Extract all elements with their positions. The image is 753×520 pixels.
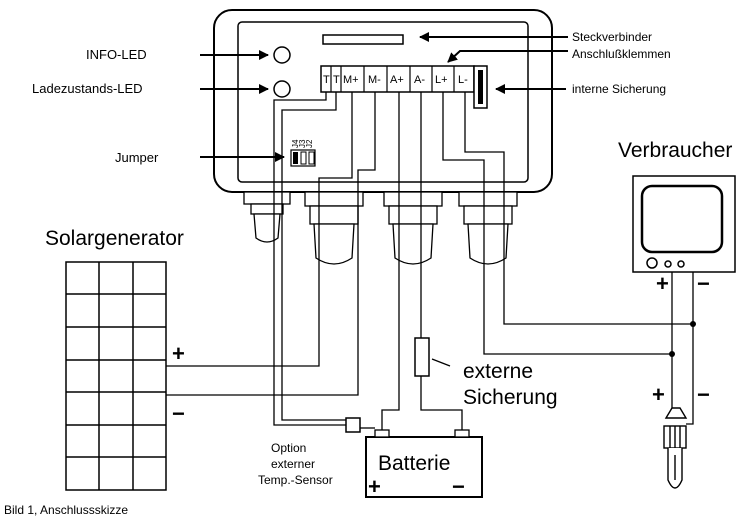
internal-fuse-label: interne Sicherung <box>572 82 666 96</box>
terminal-label-a-minus: A- <box>414 74 425 86</box>
consumer-label: Verbraucher <box>618 139 732 162</box>
figure-caption: Bild 1, Anschlussskizze <box>4 503 128 517</box>
lamp-minus-sign: − <box>697 382 710 407</box>
temp-sensor <box>345 417 361 433</box>
consumer-minus-sign: − <box>697 271 710 296</box>
terminal-label-m-minus: M- <box>368 74 381 86</box>
solar-minus-sign: − <box>172 401 185 426</box>
terminal-label-l-plus: L+ <box>435 74 448 86</box>
terminal-label-t2: T <box>333 74 340 86</box>
solar-plus-sign: + <box>172 341 185 366</box>
lamp-plus-sign: + <box>652 382 665 407</box>
plug-connector-slot <box>322 34 404 45</box>
solar-panel <box>65 261 167 491</box>
terminal-label-a-plus: A+ <box>390 74 404 86</box>
battery-minus-sign: − <box>452 474 465 499</box>
battery-label: Batterie <box>378 452 450 475</box>
lamp <box>663 407 688 489</box>
external-fuse-label-line1: externe <box>463 360 533 383</box>
jumper-block: J4 J3 J2 <box>290 139 316 167</box>
plug-connector-label: Steckverbinder <box>572 30 652 44</box>
jumper-label-j2: J2 <box>305 139 314 148</box>
battery-plus-sign: + <box>368 474 381 499</box>
jumper-label: Jumper <box>115 150 159 165</box>
battery <box>365 429 483 498</box>
charge-led-label: Ladezustands-LED <box>32 81 143 96</box>
consumer-plus-sign: + <box>656 271 669 296</box>
terminal-block: T T M+ M- A+ A- L+ L- <box>320 65 475 93</box>
callout-arrows <box>200 32 568 367</box>
info-led-label: INFO-LED <box>86 47 147 62</box>
option-label-line1: Option <box>271 441 306 455</box>
terminal-label-l-minus: L- <box>458 74 468 86</box>
consumer-device <box>632 175 736 273</box>
terminal-label-t1: T <box>323 74 330 86</box>
external-fuse-label-line2: Sicherung <box>463 386 558 409</box>
wiring <box>166 92 694 430</box>
cable-glands <box>243 191 518 265</box>
charge-led <box>273 80 291 98</box>
terminal-label-m-plus: M+ <box>343 74 359 86</box>
option-label-line3: Temp.-Sensor <box>258 473 333 487</box>
solar-generator-label: Solargenerator <box>45 227 184 250</box>
terminals-label: Anschlußklemmen <box>572 47 671 61</box>
info-led <box>273 46 291 64</box>
external-fuse <box>414 337 430 377</box>
jumper-label-j3: J3 <box>298 139 307 148</box>
jumper-label-j4: J4 <box>291 139 300 148</box>
option-label-line2: externer <box>271 457 315 471</box>
